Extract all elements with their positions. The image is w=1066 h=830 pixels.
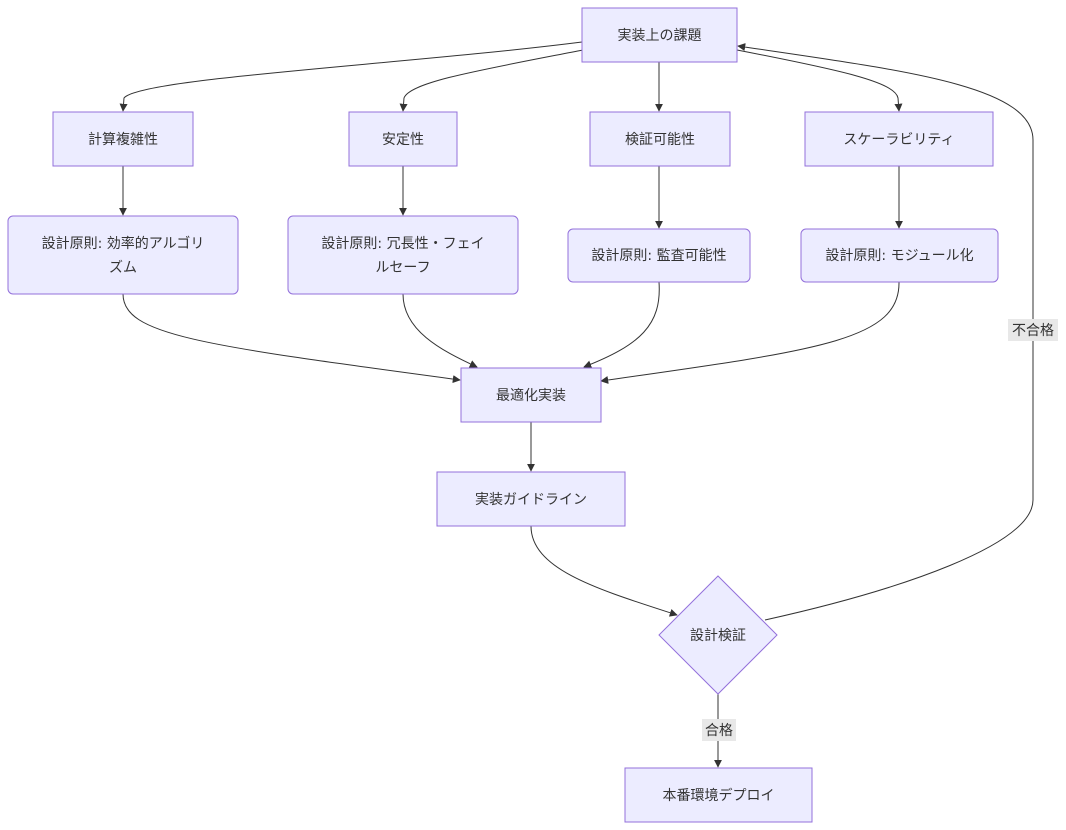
node-stability: 安定性 xyxy=(348,111,458,167)
edge-challenges-complexity xyxy=(119,41,583,112)
edge-label-pass-text: 合格 xyxy=(705,723,733,739)
edge-label-fail: 不合格 xyxy=(1008,319,1058,341)
node-optimized-impl: 最適化実装 xyxy=(460,367,602,423)
node-principle-audit: 設計原則: 監査可能性 xyxy=(567,228,751,283)
node-stability-label: 安定性 xyxy=(382,132,424,148)
node-design-verification: 設計検証 xyxy=(658,575,778,695)
edge-verification-challenges-fail xyxy=(737,43,1034,621)
node-production-deploy: 本番環境デプロイ xyxy=(624,767,813,823)
node-principle-redundancy-line1: 設計原則: 冗長性・フェイ xyxy=(321,236,484,252)
node-principle-efficient-line2: ズム xyxy=(109,260,137,276)
node-design-verification-label: 設計検証 xyxy=(690,628,746,644)
node-scalability: スケーラビリティ xyxy=(804,111,994,167)
node-principle-modular: 設計原則: モジュール化 xyxy=(800,228,999,283)
node-verifiability-label: 検証可能性 xyxy=(625,132,695,148)
node-complexity: 計算複雑性 xyxy=(52,111,194,167)
node-principle-redundancy-line2: ルセーフ xyxy=(375,260,430,276)
edge-redundancy-optimized xyxy=(402,293,478,368)
node-complexity-label: 計算複雑性 xyxy=(88,131,158,148)
node-optimized-impl-label: 最適化実装 xyxy=(496,387,566,404)
edge-guideline-verification xyxy=(530,525,678,617)
edge-label-fail-text: 不合格 xyxy=(1012,323,1054,339)
edge-label-pass: 合格 xyxy=(702,719,736,741)
node-impl-guideline: 実装ガイドライン xyxy=(436,471,626,527)
node-principle-modular-label: 設計原則: モジュール化 xyxy=(825,248,973,264)
node-challenges: 実装上の課題 xyxy=(581,7,738,63)
node-principle-efficient-line1: 設計原則: 効率的アルゴリ xyxy=(42,235,205,252)
node-principle-efficient: 設計原則: 効率的アルゴリ ズム xyxy=(7,215,239,295)
edge-efficient-optimized xyxy=(122,293,461,384)
node-principle-redundancy: 設計原則: 冗長性・フェイ ルセーフ xyxy=(287,215,519,295)
node-scalability-label: スケーラビリティ xyxy=(843,132,954,148)
edge-modular-optimized xyxy=(600,281,900,384)
node-impl-guideline-label: 実装ガイドライン xyxy=(475,492,587,508)
node-challenges-label: 実装上の課題 xyxy=(618,28,702,44)
edge-audit-optimized xyxy=(583,281,660,369)
edge-challenges-stability xyxy=(399,49,584,112)
node-production-deploy-label: 本番環境デプロイ xyxy=(663,787,775,804)
node-principle-audit-label: 設計原則: 監査可能性 xyxy=(591,247,726,264)
edge-challenges-scalability xyxy=(736,49,903,112)
node-verifiability: 検証可能性 xyxy=(589,111,731,167)
edges xyxy=(119,41,1034,768)
